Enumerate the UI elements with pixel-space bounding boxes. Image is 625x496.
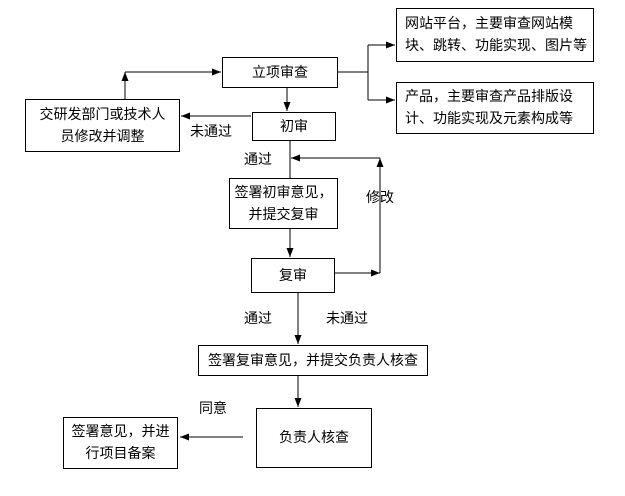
website-platform-text-line-1: 网站平台，主要审查网站模 [405,16,573,32]
passed-label-second: 通过 [244,311,272,327]
passed-label-initial: 通过 [244,152,272,168]
sign-archive-node: 签署意见，并进 行项目备案 [63,417,178,469]
product-text-line-1: 产品，主要审查产品排版设 [405,89,573,105]
sign-initial-text-line-2: 并提交复审 [248,206,319,223]
website-platform-node: 网站平台，主要审查网站模 块、跳转、功能实现、图片等 [396,8,594,62]
sign-initial-opinion-node: 签署初审意见， 并提交复审 [229,178,338,229]
manager-check-text: 负责人核查 [279,430,349,446]
not-passed-label-initial: 未通过 [190,124,232,140]
not-passed-label-second: 未通过 [326,311,368,327]
product-text-line-2: 计、功能实现及元素构成等 [405,111,573,127]
sign-second-opinion-node: 签署复审意见，并提交负责人核查 [198,345,428,376]
product-node: 产品，主要审查产品排版设 计、功能实现及元素构成等 [396,82,594,134]
sign-initial-text-line-1: 签署初审意见， [234,184,333,201]
sign-second-text: 签署复审意见，并提交负责人核查 [208,352,418,369]
agree-label: 同意 [199,401,227,417]
manager-check-node: 负责人核查 [256,408,372,468]
second-review-text: 复审 [279,267,307,284]
revise-label: 修改 [366,190,394,206]
initial-review-text: 初审 [280,118,308,135]
rd-revise-text-line-2: 员修改并调整 [60,128,145,145]
sign-archive-text-line-1: 签署意见，并进 [71,424,170,440]
initial-review-node: 初审 [252,112,336,141]
rd-revise-node: 交研发部门或技术人 员修改并调整 [25,99,180,152]
second-review-node: 复审 [251,258,335,293]
sign-archive-text-line-2: 行项目备案 [85,446,156,462]
project-review-text: 立项审查 [252,64,308,81]
rd-revise-text-line-1: 交研发部门或技术人 [39,106,166,123]
website-platform-text-line-2: 块、跳转、功能实现、图片等 [405,38,587,54]
project-review-node: 立项审查 [222,57,338,88]
